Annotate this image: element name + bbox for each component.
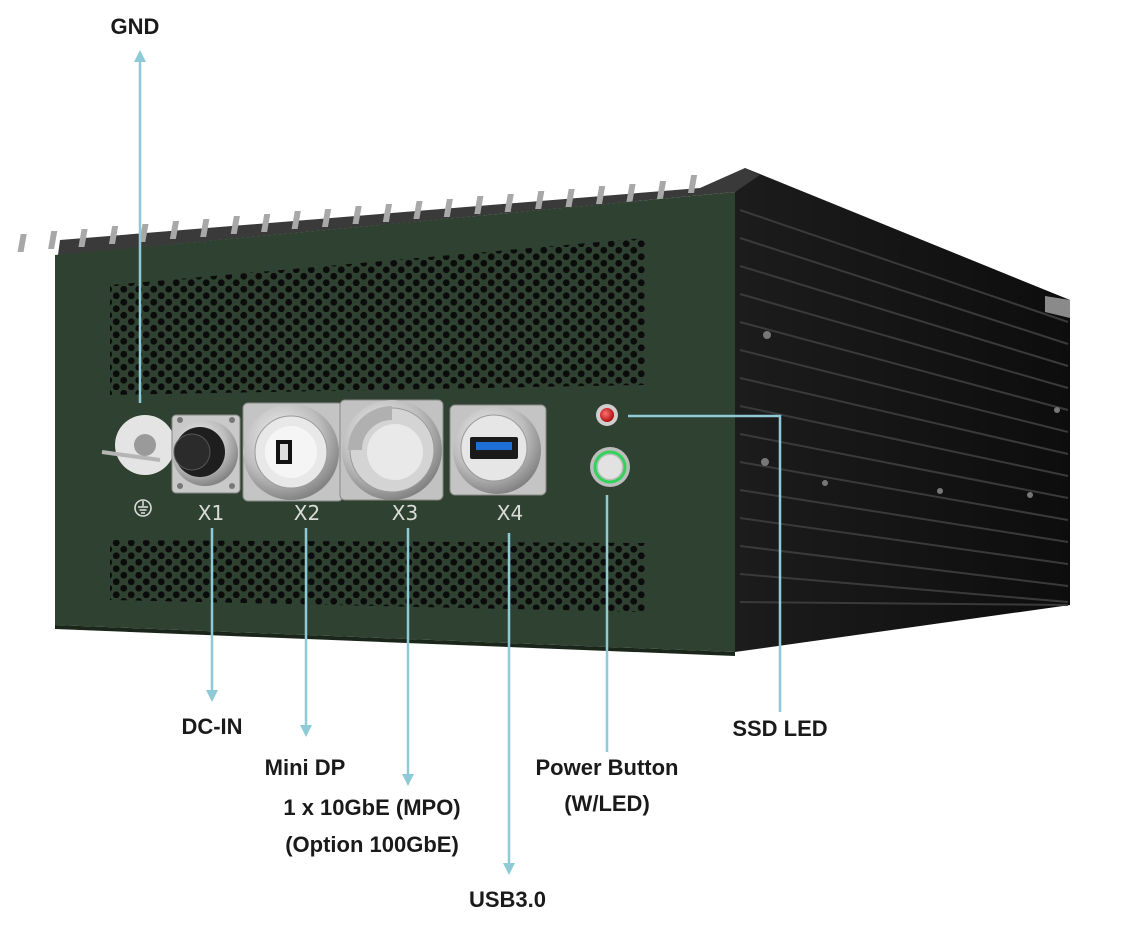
ground-icon bbox=[134, 499, 152, 517]
port-label-x3: X3 bbox=[392, 501, 418, 525]
lower-vent-grille bbox=[110, 540, 645, 612]
port-label-x4: X4 bbox=[497, 501, 523, 525]
port-label-x1: X1 bbox=[198, 501, 224, 525]
top-fins bbox=[17, 168, 760, 255]
leader-arrowheads bbox=[134, 50, 515, 875]
ssd-led-indicator bbox=[596, 404, 618, 426]
heatsink-side bbox=[735, 168, 1070, 652]
callout-ssd-led: SSD LED bbox=[732, 716, 828, 741]
upper-vent-grille bbox=[110, 238, 645, 395]
callout-power-line1: Power Button bbox=[535, 755, 679, 780]
mini-displayport-icon bbox=[242, 402, 344, 502]
callout-network-line2: (Option 100GbE) bbox=[285, 832, 459, 857]
callout-network-line1: 1 x 10GbE (MPO) bbox=[283, 795, 461, 820]
dc-circular-connector-icon bbox=[171, 414, 241, 494]
gnd-terminal bbox=[101, 415, 175, 475]
callout-power-line2: (W/LED) bbox=[564, 791, 650, 816]
usb-a-port-icon bbox=[449, 404, 547, 496]
mpo-fiber-port-icon bbox=[339, 399, 444, 501]
power-button[interactable] bbox=[590, 447, 630, 487]
callout-usb: USB3.0 bbox=[468, 887, 547, 912]
port-label-x2: X2 bbox=[294, 501, 320, 525]
callout-mini-dp: Mini DP bbox=[264, 755, 346, 780]
leader-lines bbox=[138, 58, 782, 865]
callout-gnd: GND bbox=[110, 14, 160, 39]
callout-dc-in: DC-IN bbox=[181, 714, 243, 739]
